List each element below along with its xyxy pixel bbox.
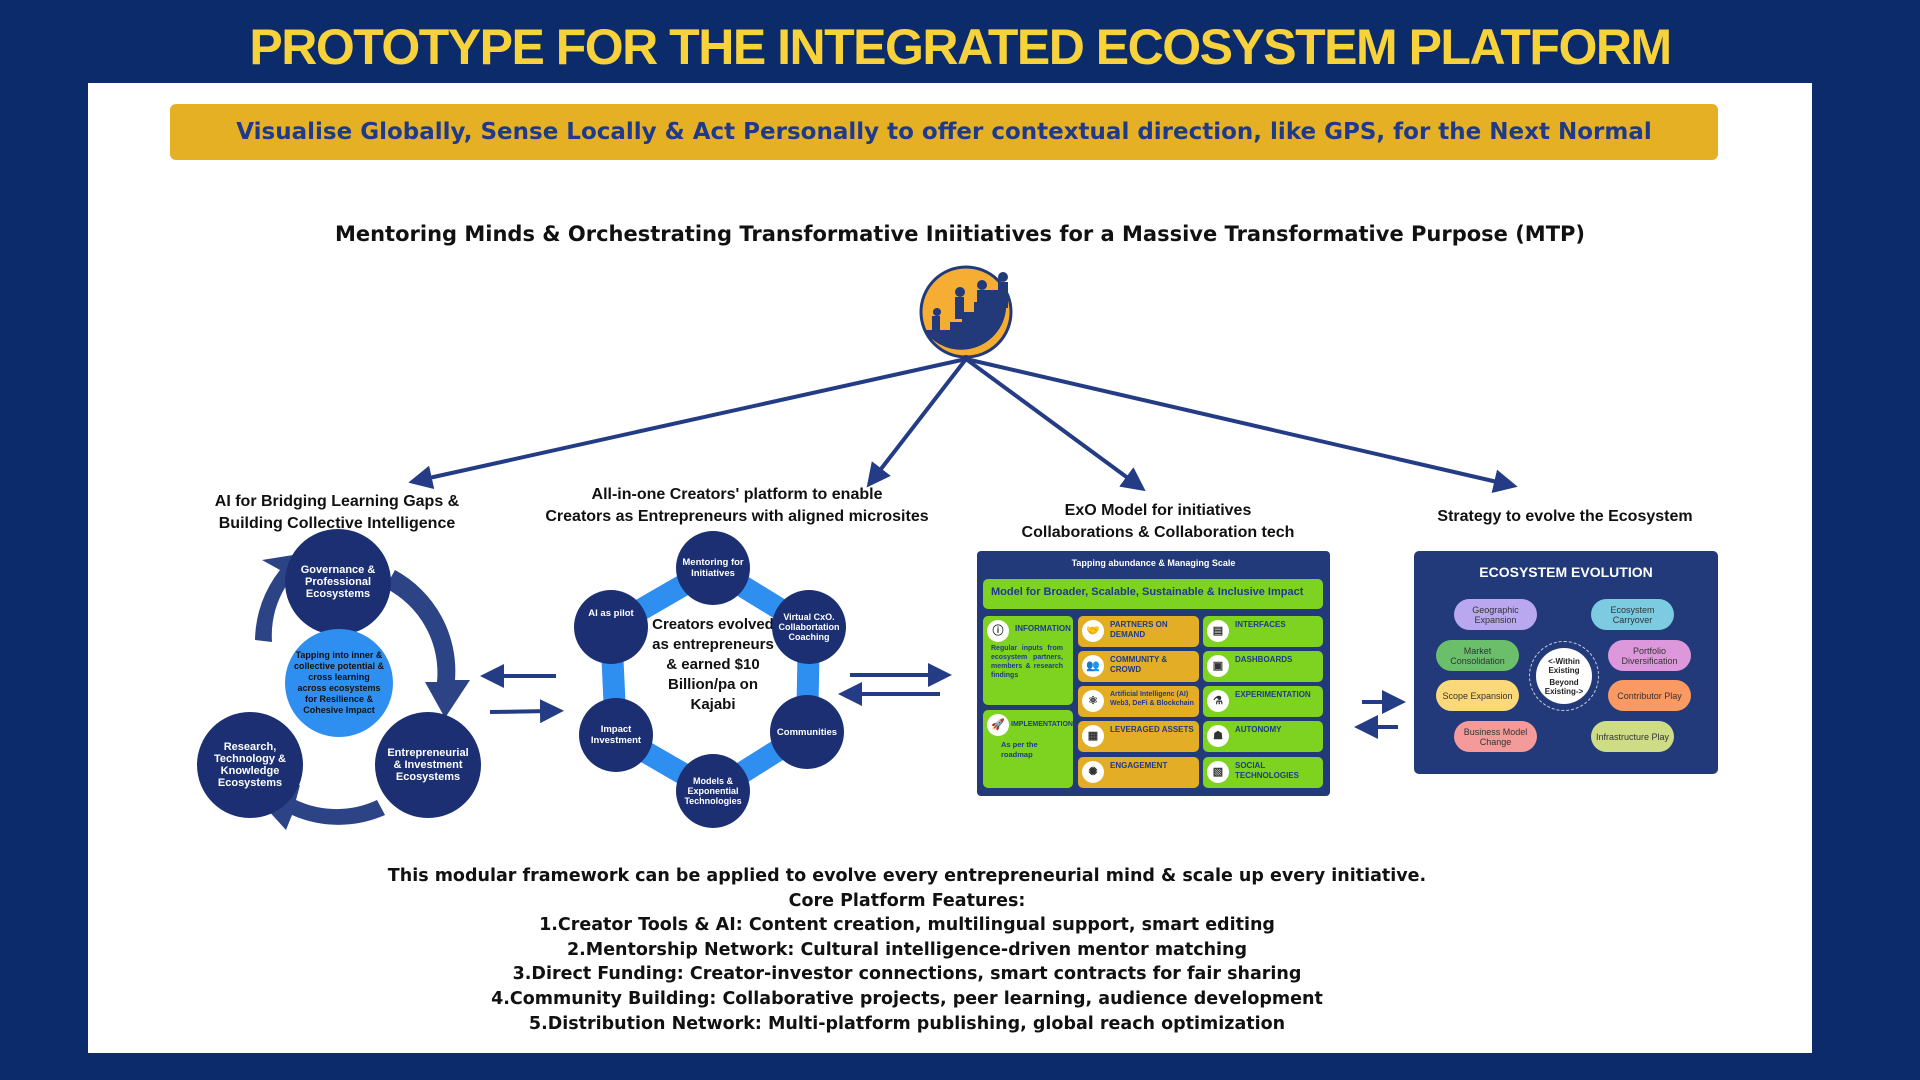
tagline-text: Visualise Globally, Sense Locally & Act … (236, 119, 1652, 145)
experiment-icon: ⚗ (1207, 690, 1229, 712)
arrow-to-middle (866, 357, 968, 488)
exo-ai-web3: ⚛Artificial Intelligenc (AI) Web3, DeFi … (1078, 686, 1199, 717)
arrow-to-left (408, 357, 967, 490)
exo-engagement: ✺ENGAGEMENT (1078, 757, 1199, 788)
bubble-scope: Scope Expansion (1436, 680, 1519, 711)
bubble-geographic: Geographic Expansion (1454, 599, 1537, 630)
mtp-heading: Mentoring Minds & Orchestrating Transfor… (334, 222, 1586, 246)
exo-experimentation: ⚗EXPERIMENTATION (1203, 686, 1323, 717)
tagline-banner: Visualise Globally, Sense Locally & Act … (170, 104, 1718, 160)
interface-icon: ▤ (1207, 620, 1229, 642)
assets-icon: ▦ (1082, 725, 1104, 747)
exo-model-card: Tapping abundance & Managing Scale Model… (977, 551, 1330, 796)
features-text: This modular framework can be applied to… (387, 866, 1427, 1034)
people-icon: 👥 (1082, 655, 1104, 677)
node-mentoring: Mentoring for Initiatives (676, 531, 750, 605)
eco-ring (1529, 641, 1599, 711)
left-heading: AI for Bridging Learning Gaps &Building … (214, 493, 460, 532)
handshake-icon: 🤝 (1082, 620, 1104, 642)
eco-title: ECOSYSTEM EVOLUTION (1479, 564, 1653, 580)
team-icon: ☗ (1207, 725, 1229, 747)
exo-dashboards: ▣DASHBOARDS (1203, 651, 1323, 682)
node-entrepreneurial: Entrepreneurial & Investment Ecosystems (375, 712, 481, 818)
page-title: PROTOTYPE FOR THE INTEGRATED ECOSYSTEM P… (249, 19, 1672, 75)
strategy-heading: Strategy to evolve the Ecosystem (1437, 508, 1693, 525)
exo-autonomy: ☗AUTONOMY (1203, 721, 1323, 752)
node-governance: Governance & Professional Ecosystems (285, 529, 391, 635)
network-icon: ⚛ (1082, 690, 1104, 712)
node-communities: Communities (770, 695, 844, 769)
exo-partners: 🤝PARTNERS ON DEMAND (1078, 616, 1199, 647)
exo-community: 👥COMMUNITY & CROWD (1078, 651, 1199, 682)
logo-icon (919, 265, 1013, 359)
node-ai-pilot: AI as pilot (574, 590, 648, 664)
info-icon: ⓘ (987, 620, 1009, 642)
arrow-to-exo (964, 357, 1146, 492)
node-models: Models & Exponential Technologies (676, 754, 750, 828)
bubble-business-model: Business Model Change (1454, 721, 1537, 752)
bubble-portfolio: Portfolio Diversification (1608, 640, 1691, 671)
exo-interfaces: ▤INTERFACES (1203, 616, 1323, 647)
exo-top-label: Tapping abundance & Managing Scale (1071, 558, 1236, 568)
social-icon: ▧ (1207, 761, 1229, 783)
exo-leveraged-assets: ▦LEVERAGED ASSETS (1078, 721, 1199, 752)
exo-social-tech: ▧SOCIAL TECHNOLOGIES (1203, 757, 1323, 788)
engagement-icon: ✺ (1082, 761, 1104, 783)
rocket-icon: 🚀 (987, 714, 1009, 736)
bubble-contributor: Contributor Play (1608, 680, 1691, 711)
exo-model-bar: Model for Broader, Scalable, Sustainable… (983, 579, 1323, 609)
bubble-market: Market Consolidation (1436, 640, 1519, 671)
node-impact-investment: Impact Investment (579, 698, 653, 772)
node-virtual-cxo: Virtual CxO. Collabortation Coaching (772, 590, 846, 664)
arrow-to-strategy (965, 357, 1518, 493)
bubble-carryover: Ecosystem Carryover (1591, 599, 1674, 630)
bubble-infrastructure: Infrastructure Play (1591, 721, 1674, 752)
collective-intelligence-core: Tapping into inner & collective potentia… (285, 629, 393, 737)
arrow-right-to-middle (489, 699, 564, 724)
dashboard-icon: ▣ (1207, 655, 1229, 677)
node-research: Research, Technology & Knowledge Ecosyst… (197, 712, 303, 818)
creators-center: Creators evolved as entrepreneurs & earn… (652, 616, 774, 713)
